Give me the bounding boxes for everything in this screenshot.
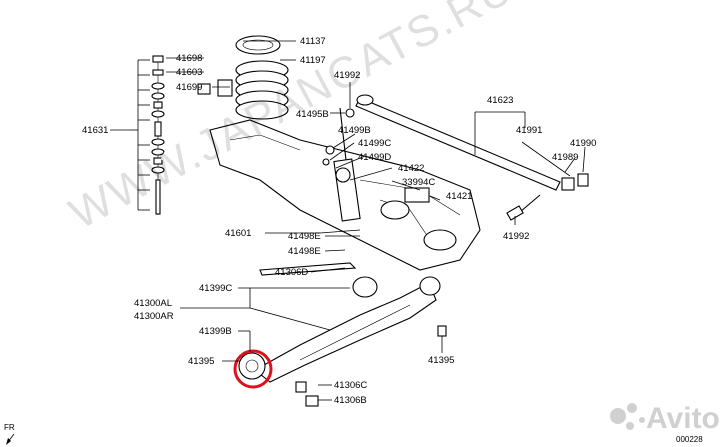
upper-control-rod: [355, 94, 589, 221]
label-33994c: 33994C: [402, 177, 435, 188]
label-41421: 41421: [446, 191, 472, 202]
label-41395-right: 41395: [428, 355, 454, 366]
label-41992-upper: 41992: [334, 70, 360, 81]
label-41306d: 41306D: [275, 267, 308, 278]
label-41499c: 41499C: [358, 138, 391, 149]
label-41306c: 41306C: [334, 380, 367, 391]
label-41395-left: 41395: [188, 356, 214, 367]
label-41306b: 41306B: [334, 395, 367, 406]
label-41495b: 41495B: [296, 109, 329, 120]
label-41499d: 41499D: [358, 152, 391, 163]
label-41990: 41990: [570, 138, 596, 149]
label-41603: 41603: [176, 67, 202, 78]
coil-spring: [235, 35, 289, 120]
diagram-code: 000228: [676, 435, 703, 444]
fr-label: FR: [4, 423, 15, 432]
label-41698: 41698: [176, 53, 202, 64]
label-41399c: 41399C: [199, 283, 232, 294]
label-41137: 41137: [300, 36, 326, 47]
trailing-arm: [238, 262, 447, 407]
shock-absorber: [322, 107, 361, 222]
label-41498e-b: 41498E: [288, 246, 321, 257]
label-41300ar: 41300AR: [134, 311, 174, 322]
part-labels: 41137 41197 41698 41603 41699 41631 4199…: [82, 36, 596, 406]
label-41631: 41631: [82, 125, 108, 136]
label-41989: 41989: [552, 152, 578, 163]
stabilizer-link-parts: [130, 55, 165, 215]
avito-logo: Avito: [610, 402, 720, 435]
label-41601: 41601: [225, 228, 251, 239]
label-41422: 41422: [398, 163, 424, 174]
highlight-circle: [233, 349, 273, 389]
leader-lines: [110, 40, 586, 401]
label-41498e-a: 41498E: [288, 231, 321, 242]
label-41623: 41623: [487, 95, 513, 106]
label-41197: 41197: [300, 55, 326, 66]
front-direction-indicator: FR: [4, 423, 15, 445]
label-41991: 41991: [516, 125, 542, 136]
label-41992-lower: 41992: [503, 231, 529, 242]
label-41300al: 41300AL: [134, 298, 172, 309]
label-41499b: 41499B: [338, 125, 371, 136]
label-41399b: 41399B: [199, 326, 232, 337]
avito-wordmark: Avito: [646, 402, 720, 435]
label-41699: 41699: [176, 82, 202, 93]
